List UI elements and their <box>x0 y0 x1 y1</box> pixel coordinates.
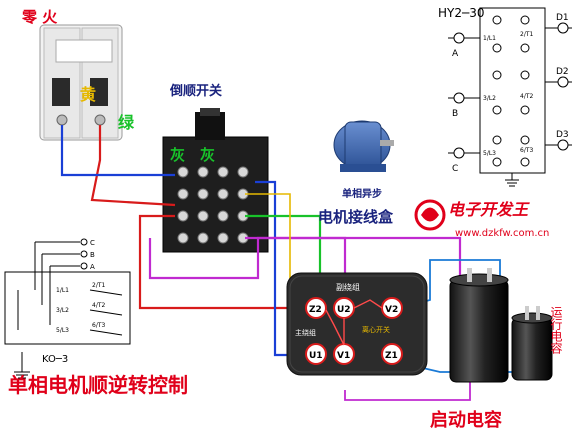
circuit-breaker <box>39 24 123 141</box>
ko-left-1: 1/L1 <box>56 287 69 294</box>
hy2-label-d3: D3 <box>556 130 569 140</box>
hy2-mid-left-2: 3/L2 <box>483 95 496 102</box>
label-start-cap: 启动电容 <box>430 409 502 431</box>
label-ko3-model: KO─3 <box>42 354 68 365</box>
wire-cap-magenta <box>344 380 471 401</box>
reversing-switch <box>162 108 269 253</box>
wire-red-live <box>90 125 176 207</box>
terminal-box <box>286 272 428 376</box>
brand-website: www.dzkfw.com.cn <box>455 228 549 239</box>
terminal-z1 <box>381 343 403 365</box>
terminal-u1 <box>305 343 327 365</box>
hy2-mid-right-2: 4/T2 <box>520 93 534 100</box>
hy2-label-d2: D2 <box>556 67 569 77</box>
ko3-schematic <box>4 241 131 379</box>
label-main-winding: 主绕组 <box>295 328 316 337</box>
hy2-label-c: C <box>452 164 458 174</box>
terminal-label-z2: Z2 <box>309 305 322 315</box>
hy2-label-b: B <box>452 109 458 119</box>
brand-logo <box>414 199 446 231</box>
run-capacitor <box>511 306 553 381</box>
label-motor-terminal: 电机接线盒 <box>318 208 394 226</box>
main-title: 单相电机顺逆转控制 <box>8 373 188 397</box>
label-wire-yellow: 黄 <box>80 85 96 104</box>
ko-label-a: A <box>90 263 95 271</box>
wire-red-to-u1 <box>138 214 300 310</box>
brand-name: 电子开发王 <box>448 200 530 219</box>
hy2-schematic <box>448 7 572 187</box>
ko-left-2: 3/L2 <box>56 307 69 314</box>
terminal-label-u2: U2 <box>337 305 351 315</box>
label-wire-gray: 灰 <box>170 146 185 164</box>
ko-right-1: 2/T1 <box>92 282 106 289</box>
terminal-label-z1: Z1 <box>385 351 398 361</box>
ko-right-2: 4/T2 <box>92 302 106 309</box>
start-capacitor <box>449 268 509 383</box>
hy2-mid-right-1: 2/T1 <box>520 31 534 38</box>
hy2-label-d1: D1 <box>556 13 569 23</box>
ko-left-3: 5/L3 <box>56 327 69 334</box>
terminal-label-v1: V1 <box>337 351 350 361</box>
ko-right-3: 6/T3 <box>92 322 106 329</box>
hy2-mid-left-3: 5/L3 <box>483 150 496 157</box>
ko-label-b: B <box>90 251 95 259</box>
label-centrifugal-switch: 离心开关 <box>362 325 390 334</box>
hy2-contacts <box>453 15 569 167</box>
label-run-cap: 运行电容 <box>549 306 563 355</box>
label-motor-single-phase: 单相异步 <box>342 187 382 200</box>
motor-image <box>333 120 394 172</box>
label-wire-green: 绿 <box>118 113 135 132</box>
ko-label-c: C <box>90 239 95 247</box>
label-neutral-live: 零 火 <box>21 8 58 26</box>
label-hy2-model: HY2─30 <box>438 6 484 20</box>
ko3-contacts <box>80 238 88 270</box>
label-reversing-switch: 倒顺开关 <box>169 83 222 99</box>
wire-blue-neutral <box>60 125 175 177</box>
hy2-mid-left-1: 1/L1 <box>483 35 496 42</box>
hy2-mid-right-3: 6/T3 <box>520 147 534 154</box>
terminal-label-v2: V2 <box>385 305 398 315</box>
label-aux-winding: 副绕组 <box>336 282 360 292</box>
hy2-label-a: A <box>452 49 459 59</box>
terminal-z2 <box>305 297 327 319</box>
terminal-label-u1: U1 <box>309 351 323 361</box>
label-wire-gray-2: 灰 <box>200 146 215 164</box>
